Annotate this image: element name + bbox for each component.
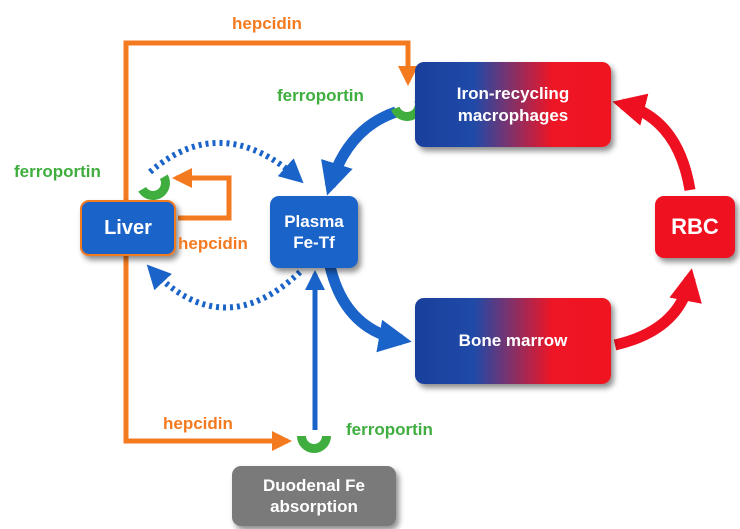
ferroportin-icon-duodenal <box>297 436 331 453</box>
rbc-node: RBC <box>655 196 735 258</box>
ferroportin-label-macrophage: ferroportin <box>277 86 364 105</box>
bone-marrow-node: Bone marrow <box>415 298 611 384</box>
ferroportin-icon-liver <box>138 174 170 200</box>
dotted-arrow-plasma-to-liver <box>146 264 303 311</box>
ferroportin-label-duodenal: ferroportin <box>346 420 433 439</box>
hepcidin-label-liver: hepcidin <box>178 234 248 253</box>
macrophages-label-line1: Iron-recycling <box>456 84 570 104</box>
arrow-bone-marrow-to-rbc <box>613 268 702 351</box>
liver-label: Liver <box>104 216 152 239</box>
arrow-macrophages-to-plasma <box>321 106 398 196</box>
hepcidin-label-top: hepcidin <box>232 14 302 33</box>
plasma-fe-tf-node: Plasma Fe-Tf <box>270 196 358 268</box>
hepcidin-label-bottom: hepcidin <box>163 414 233 433</box>
plasma-label-line2: Fe-Tf <box>293 233 335 252</box>
bone-marrow-label: Bone marrow <box>458 331 568 351</box>
arrow-plasma-to-bone-marrow <box>324 264 412 353</box>
duodenal-fe-absorption-node: Duodenal Fe absorption <box>232 466 396 526</box>
hepcidin-arrow-liver-loop <box>172 168 232 221</box>
macrophages-label-line2: macrophages <box>457 105 569 125</box>
hepcidin-arrow-top <box>123 40 418 202</box>
plasma-label-line1: Plasma <box>284 211 344 231</box>
arrow-rbc-to-macrophages <box>612 93 696 191</box>
duodenal-label-line2: absorption <box>270 497 358 516</box>
hepcidin-arrow-bottom <box>123 255 292 451</box>
duodenal-label-line1: Duodenal Fe <box>262 475 365 495</box>
liver-node: Liver <box>80 200 176 256</box>
dotted-arrow-liver-to-plasma <box>148 140 304 184</box>
rbc-label: RBC <box>671 214 719 240</box>
ferroportin-label-liver: ferroportin <box>14 162 101 181</box>
iron-recycling-macrophages-node: Iron-recycling macrophages <box>415 62 611 147</box>
